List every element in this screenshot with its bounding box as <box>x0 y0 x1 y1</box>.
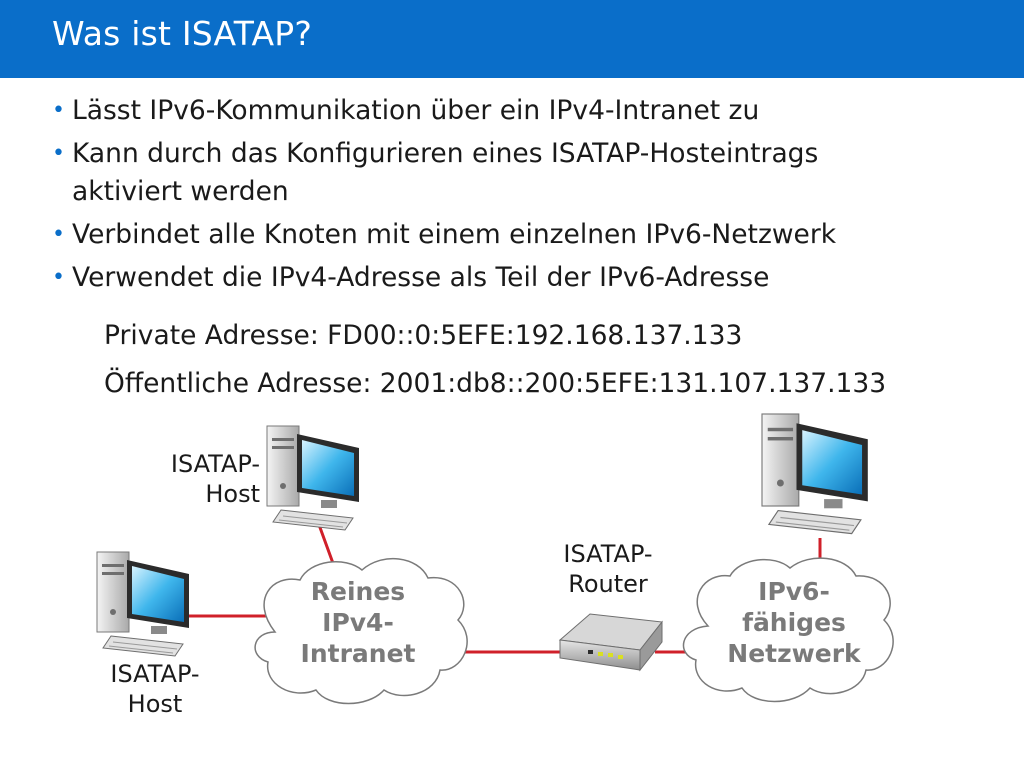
bullet-dot-icon: • <box>52 98 65 123</box>
bullet-text: Lässt IPv6-Kommunikation über ein IPv4-I… <box>72 95 760 126</box>
label-ipv4-cloud-line3: Intranet <box>301 639 416 668</box>
label-host-left-line2: Host <box>128 690 183 718</box>
label-router-line1: ISATAP- <box>563 540 652 568</box>
bullet-list: • Lässt IPv6-Kommunikation über ein IPv4… <box>52 92 1012 302</box>
bullet-item: • Lässt IPv6-Kommunikation über ein IPv4… <box>52 92 1012 130</box>
ipv4-intranet-cloud-icon <box>254 557 468 705</box>
bullet-text: Verwendet die IPv4-Adresse als Teil der … <box>72 262 770 293</box>
bullet-item: • Verwendet die IPv4-Adresse als Teil de… <box>52 259 1012 297</box>
router-icon <box>558 613 663 672</box>
isatap-host-top-computer-icon <box>266 425 360 531</box>
label-ipv6-cloud-line2: fähiges <box>742 608 846 637</box>
label-host-top-line1: ISATAP- <box>171 450 260 478</box>
bullet-dot-icon: • <box>52 265 65 290</box>
label-host-left-line1: ISATAP- <box>110 660 199 688</box>
label-ipv6-cloud-line3: Netzwerk <box>727 639 862 668</box>
label-ipv6-cloud-line1: IPv6- <box>758 577 830 606</box>
isatap-host-left-computer-icon <box>96 551 190 657</box>
slide-title: Was ist ISATAP? <box>52 14 313 53</box>
title-bar: Was ist ISATAP? <box>0 0 1024 78</box>
ipv6-network-cloud-icon <box>682 557 894 703</box>
bullet-item: • Verbindet alle Knoten mit einem einzel… <box>52 216 1012 254</box>
bullet-text: Kann durch das Konfigurieren eines ISATA… <box>72 138 819 207</box>
label-ipv4-cloud-line2: IPv4- <box>322 608 394 637</box>
bullet-item: • Kann durch das Konfigurieren eines ISA… <box>52 135 1012 211</box>
label-ipv4-cloud-line1: Reines <box>311 577 405 606</box>
ipv6-host-computer-icon <box>761 413 869 535</box>
sub-item-private-address: Private Adresse: FD00::0:5EFE:192.168.13… <box>104 320 743 351</box>
link-top-host <box>316 521 336 567</box>
sub-item-public-address: Öffentliche Adresse: 2001:db8::200:5EFE:… <box>104 368 887 399</box>
bullet-dot-icon: • <box>52 141 65 166</box>
bullet-text: Verbindet alle Knoten mit einem einzelne… <box>72 219 837 250</box>
label-router-line2: Router <box>568 570 648 598</box>
label-host-top-line2: Host <box>205 480 260 508</box>
bullet-dot-icon: • <box>52 222 65 247</box>
